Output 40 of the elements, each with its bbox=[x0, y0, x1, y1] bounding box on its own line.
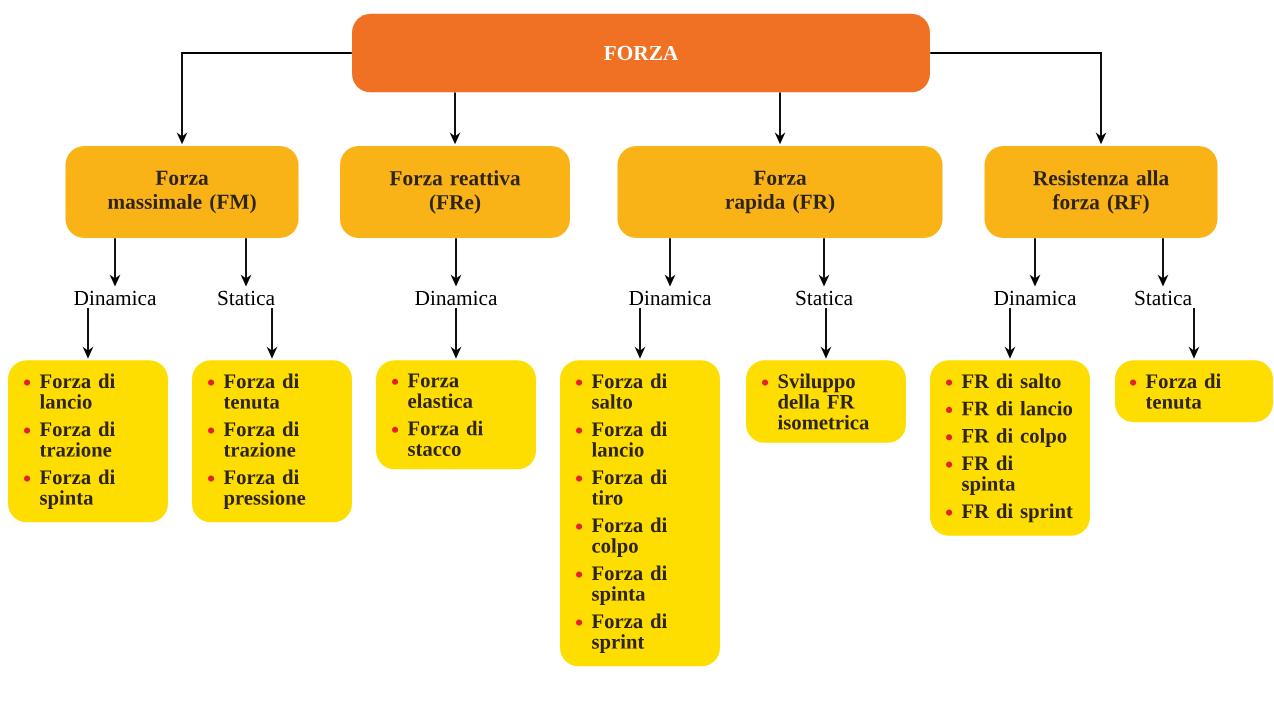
category-box: Forza rapida (FR) bbox=[617, 146, 943, 238]
branch-label: Dinamica bbox=[629, 290, 712, 306]
bullet-item: Forza di lancio bbox=[576, 421, 667, 457]
branch-label: Statica bbox=[796, 290, 853, 306]
category-box: Forza massimale (FM) bbox=[65, 146, 299, 238]
branch-label: Dinamica bbox=[74, 290, 157, 306]
bullet-item: Forza di salto bbox=[576, 373, 667, 409]
category-box: Forza reattiva (FRe) bbox=[340, 146, 570, 238]
category-box: Resistenza alla forza (RF) bbox=[984, 146, 1218, 238]
bullet-item: FR di spinta bbox=[946, 455, 1016, 495]
bullet-item: Forza di lancio bbox=[24, 373, 115, 409]
bullet-item: FR di lancio bbox=[946, 400, 1073, 416]
bullet-item: Forza di tenuta bbox=[1130, 373, 1221, 409]
bullet-item: FR di colpo bbox=[946, 428, 1067, 447]
list-box bbox=[8, 360, 168, 523]
title-box: FORZA bbox=[352, 13, 930, 93]
bullet-item: Forza di colpo bbox=[576, 517, 667, 557]
bullet-item: Forza di trazione bbox=[24, 421, 115, 457]
branch-label: Dinamica bbox=[415, 290, 498, 306]
bullet-item: Sviluppo della FR isometrica bbox=[762, 373, 869, 430]
bullet-item: FR di sprint bbox=[946, 503, 1073, 523]
list-box bbox=[1115, 360, 1273, 423]
bullet-item: Forza elastica bbox=[392, 373, 473, 408]
list-box bbox=[192, 360, 352, 523]
bullet-item: Forza di spinta bbox=[576, 565, 667, 605]
branch-label: Statica bbox=[1135, 290, 1192, 306]
list-box bbox=[930, 360, 1090, 536]
list-box bbox=[376, 360, 536, 470]
bullet-item: FR di salto bbox=[946, 373, 1061, 389]
bullet-item: Forza di stacco bbox=[392, 420, 483, 456]
list-box bbox=[560, 360, 720, 667]
bullet-item: Forza di tenuta bbox=[208, 373, 299, 409]
branch-label: Dinamica bbox=[994, 290, 1077, 306]
bullet-item: Forza di trazione bbox=[208, 421, 299, 457]
bullet-item: Forza di spinta bbox=[24, 469, 115, 509]
list-box bbox=[746, 360, 906, 443]
bullet-item: Forza di pressione bbox=[208, 469, 306, 509]
bullet-item: Forza di sprint bbox=[576, 613, 667, 653]
branch-label: Statica bbox=[218, 290, 275, 306]
bullet-item: Forza di tiro bbox=[576, 469, 667, 505]
